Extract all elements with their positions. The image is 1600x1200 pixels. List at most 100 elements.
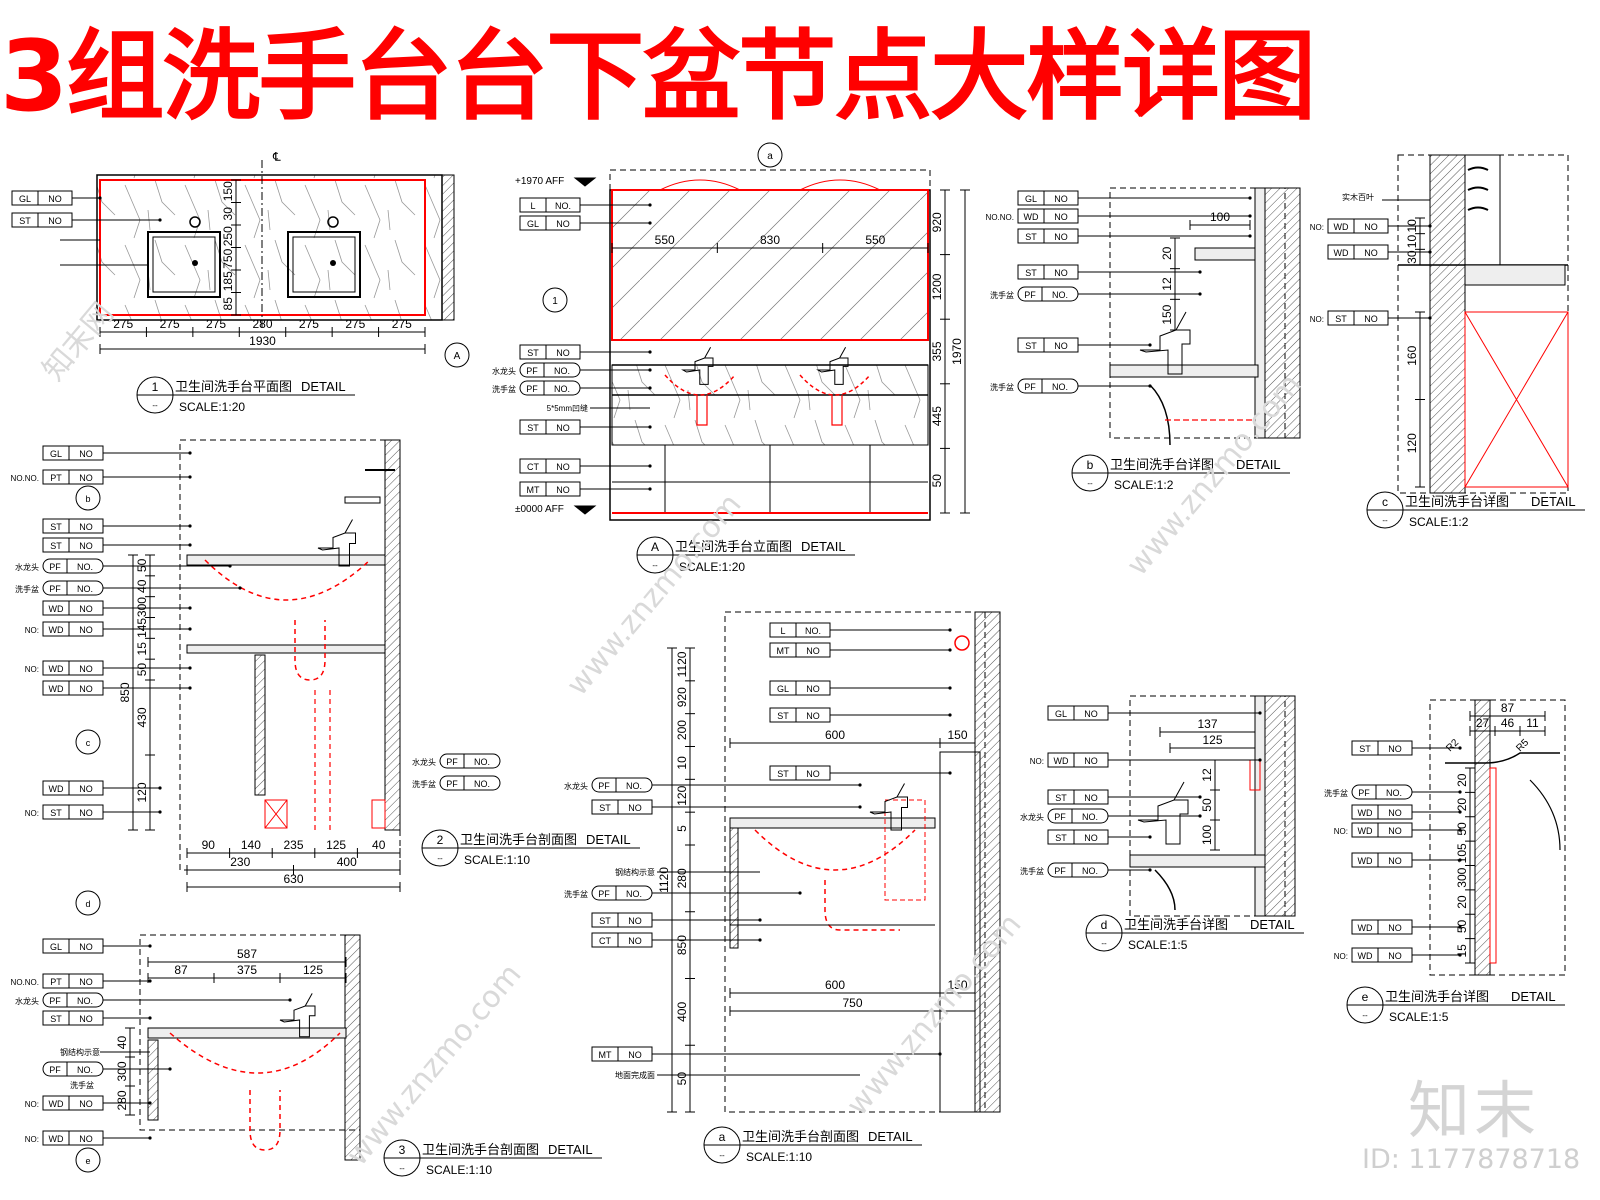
tag-number: NO. (555, 201, 571, 211)
tag-code: ST (1055, 793, 1067, 803)
dim-value: 50 (1455, 822, 1469, 836)
dim-value: 430 (135, 707, 149, 727)
tag-number: NO. (1082, 812, 1098, 822)
leader-dot (1258, 758, 1262, 762)
leader-dot (188, 606, 192, 610)
tag-number: NO (628, 1050, 642, 1060)
vanity-front (611, 364, 929, 446)
detail-scale: SCALE:1:20 (679, 560, 745, 574)
tag-code: ST (1359, 744, 1371, 754)
tag-number: NO (79, 808, 93, 818)
wall-hatch (1429, 154, 1466, 494)
basin-lip (1149, 384, 1171, 446)
tag-number: NO (1388, 808, 1402, 818)
tag-note: NO.NO. (986, 213, 1014, 222)
dim-value: 125 (326, 838, 346, 852)
callout-label: e (85, 1156, 90, 1166)
dim-value: 10 (1405, 219, 1419, 233)
dim-value: 300 (115, 1061, 129, 1081)
tag-code: ST (599, 803, 611, 813)
detail-word: DETAIL (1531, 494, 1576, 509)
leader-dot (188, 627, 192, 631)
tag-code: GL (50, 449, 62, 459)
tag-code: WD (49, 604, 64, 614)
cabinet-section (1464, 311, 1569, 488)
leader-dot (648, 203, 652, 207)
dim-value: 15 (1455, 944, 1469, 958)
detail-scale: SCALE:1:10 (426, 1163, 492, 1177)
dim-value: 105 (1455, 843, 1469, 863)
tag-number: NO. (77, 1065, 93, 1075)
dim-value: 600 (825, 728, 845, 742)
tag-code: GL (1055, 709, 1067, 719)
dim-value: 550 (655, 233, 675, 247)
tag-number: NO (1364, 314, 1378, 324)
leader-dot (188, 451, 192, 455)
tag-note: 水龙头 (492, 366, 516, 376)
wall-hatch (1264, 695, 1296, 917)
dim-value: 30 (1405, 250, 1419, 264)
tag-code: PF (598, 889, 610, 899)
tag-code: GL (19, 194, 31, 204)
dim-value: 630 (283, 872, 303, 886)
steel-post (147, 1039, 159, 1121)
wall-hatch (1474, 699, 1491, 976)
tag-box (439, 775, 501, 791)
dim-value: 300 (1455, 867, 1469, 887)
dim-value: 275 (113, 317, 133, 331)
faucet (681, 357, 714, 385)
leader-dot (938, 1052, 942, 1056)
dim-value: 400 (675, 1002, 689, 1022)
dim-value: 920 (675, 687, 689, 707)
dim-value: 5 (675, 825, 689, 832)
tag-number: NO (556, 219, 570, 229)
tag-number: NO (1388, 744, 1402, 754)
dim-value: 1200 (930, 273, 944, 300)
dim-value: 46 (1501, 716, 1515, 730)
tag-gl: GL NO (519, 215, 652, 231)
tag-note: NO: (1030, 757, 1044, 766)
tag-note: 水龙头 (412, 757, 436, 767)
tag-number: NO (79, 664, 93, 674)
tag-note: 洗手盆 (564, 889, 588, 899)
shelf-section (1194, 247, 1256, 261)
trap-left (696, 395, 708, 426)
dim-value: 1120 (675, 651, 689, 677)
tag-number: NO (79, 1014, 93, 1024)
basin-right-inner (292, 236, 356, 293)
tag-code: GL (527, 219, 539, 229)
level-marker (573, 505, 597, 515)
dim-value: 12 (1200, 768, 1214, 782)
dim-value: 15 (135, 642, 149, 656)
mirror (611, 189, 929, 341)
detail-word: DETAIL (1236, 457, 1281, 472)
faucet-handle (344, 519, 353, 534)
callout-bubble (75, 485, 101, 511)
dim-value: 250 (221, 226, 235, 246)
tag-code: ST (1025, 268, 1037, 278)
leader-dot (188, 543, 192, 547)
tag-code: MT (527, 485, 540, 495)
tag-number: NO (1388, 826, 1402, 836)
leader-dot (98, 196, 102, 200)
tag-code: PF (1358, 788, 1370, 798)
leader-dot (1148, 835, 1152, 839)
dim-value: 235 (283, 838, 303, 852)
level-marker (573, 177, 597, 187)
tag-code: PF (446, 757, 458, 767)
faucet-handle (304, 993, 313, 1007)
leader-dot (1258, 711, 1262, 715)
leader-dot (1148, 868, 1152, 872)
tag-number: NO (48, 216, 62, 226)
